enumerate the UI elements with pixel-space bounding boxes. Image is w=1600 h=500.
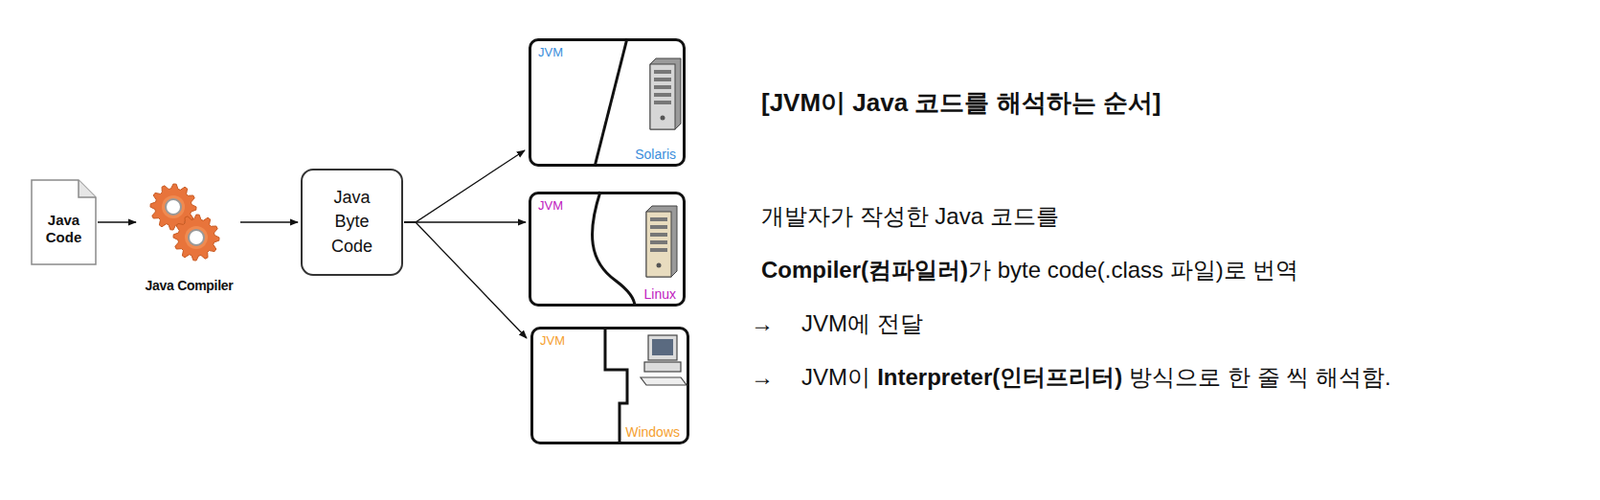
arrow-symbol: →: [750, 310, 802, 338]
title: [JVM이 Java 코드를 해석하는 순서]: [761, 86, 1162, 120]
divider-line: [605, 326, 628, 445]
divider-line: [592, 191, 635, 307]
flow-arrow: [404, 221, 526, 223]
jvm-box: JVM Linux: [528, 191, 686, 307]
flow-arrow: [404, 150, 525, 223]
bytecode-box: Java Byte Code: [300, 168, 404, 276]
jvm-box: JVM Solaris: [528, 38, 686, 167]
text-line: Compiler(컴파일러)가 byte code(.class 파일)로 번역: [761, 254, 1299, 286]
server-icon: [646, 205, 677, 277]
flow-arrow: [404, 222, 527, 339]
os-label: Windows: [625, 424, 680, 440]
os-label: Linux: [644, 286, 677, 302]
body-text: 가 byte code(.class 파일)로 번역: [968, 254, 1299, 286]
text-line: →JVM에 전달: [750, 308, 924, 339]
document-outline: [31, 180, 96, 265]
jvm-box-drawing: [531, 41, 683, 164]
node-label: Java Code: [43, 211, 86, 247]
text-line: →JVM이Interpreter(인터프리터)방식으로 한 줄 씩 해석함.: [750, 361, 1392, 393]
flow-arrow: [97, 221, 136, 223]
jvm-box: JVM Windows: [530, 326, 690, 445]
keyword-text: Interpreter(인터프리터): [877, 361, 1123, 393]
server-icon: [650, 58, 681, 130]
arrow-symbol: →: [750, 363, 802, 391]
jvm-label: JVM: [538, 198, 564, 213]
gear-icon: [173, 214, 220, 261]
jvm-label: JVM: [540, 333, 565, 348]
text-line: 개발자가 작성한 Java 코드를: [761, 201, 1060, 232]
body-text: 방식으로 한 줄 씩 해석함.: [1128, 361, 1391, 393]
node-label: Java Byte Code: [317, 185, 387, 259]
jvm-label: JVM: [538, 45, 564, 60]
body-text: JVM에 전달: [801, 308, 924, 339]
document-fold: [78, 180, 96, 198]
source-document: Java Code: [30, 179, 97, 266]
compiler-gears: Java Compiler: [138, 172, 240, 297]
pc-icon: [640, 335, 687, 385]
keyword-text: Compiler(컴파일러): [761, 254, 969, 286]
body-text: 개발자가 작성한 Java 코드를: [761, 201, 1060, 232]
os-label: Solaris: [634, 146, 677, 162]
divider-line: [594, 38, 628, 167]
body-text: JVM이: [801, 361, 871, 393]
flow-arrow: [240, 221, 298, 223]
node-label: Java Compiler: [145, 277, 234, 293]
